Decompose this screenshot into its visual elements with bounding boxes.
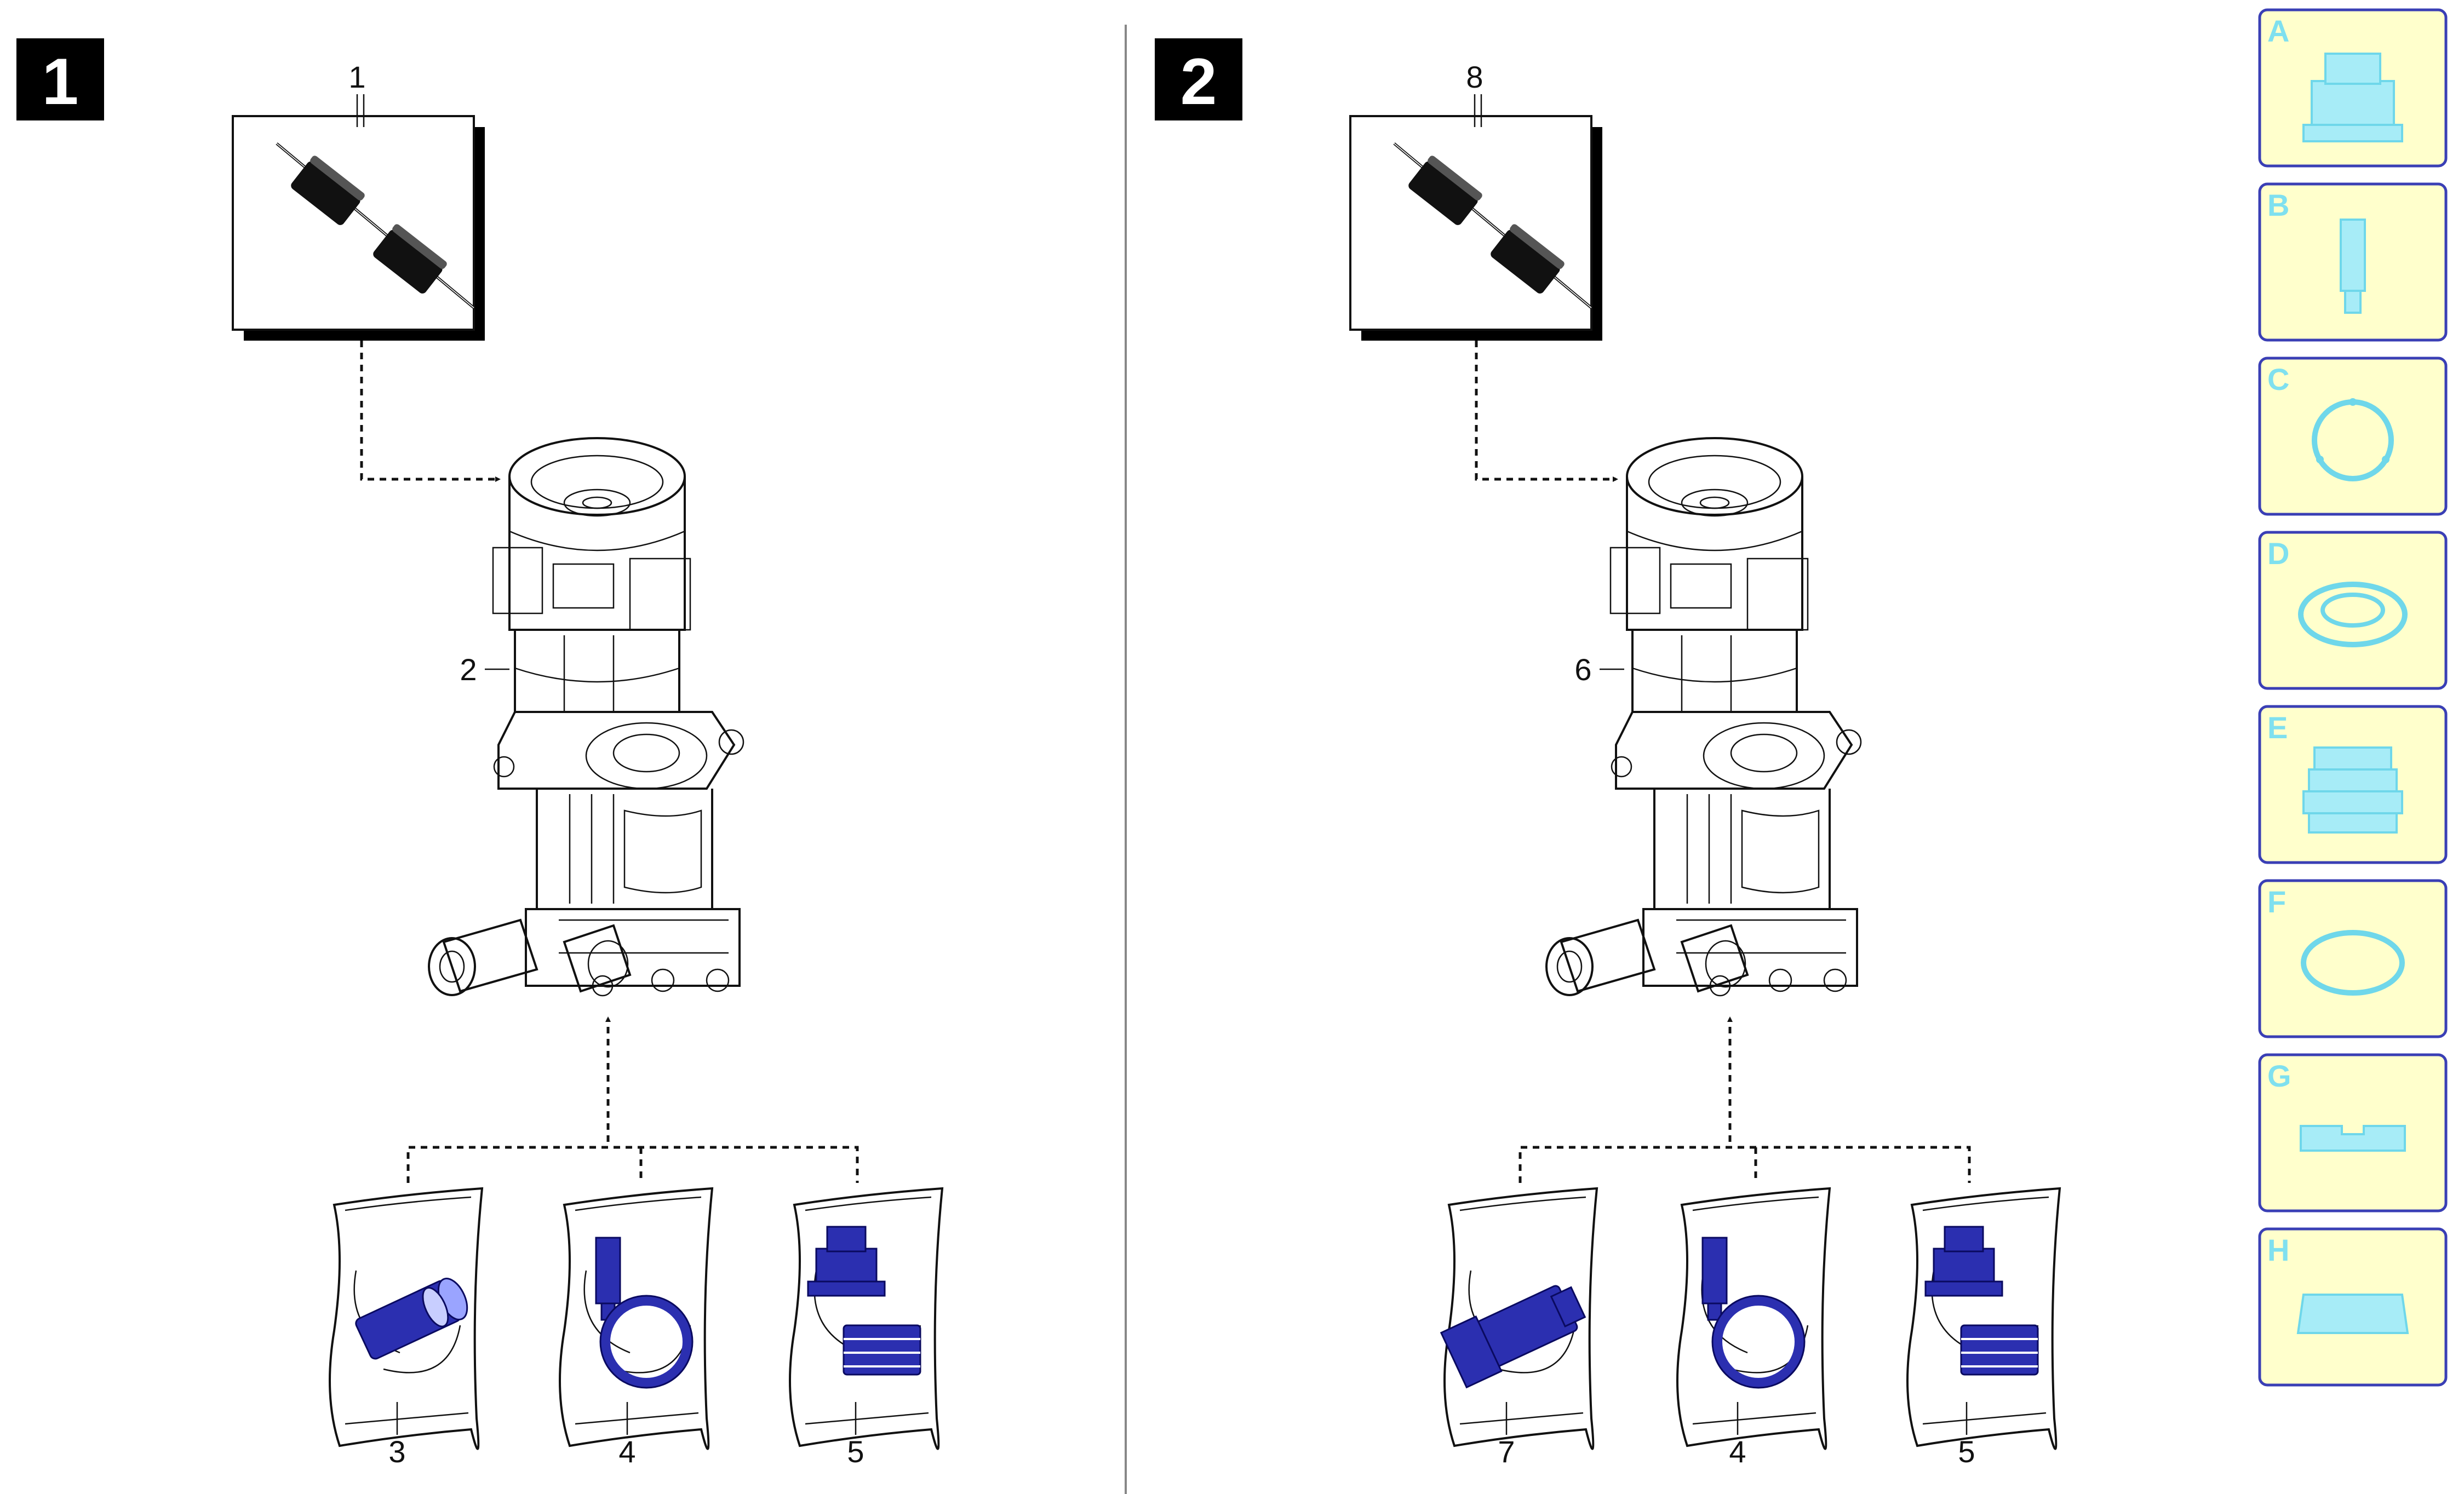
legend-letter: G [2267, 1059, 2291, 1093]
motor-pump-assembly [428, 437, 744, 997]
parts-legend: A B C D E F G [2258, 8, 2448, 1387]
piston-icon [2340, 219, 2366, 314]
step-panel-2: 2 8 6 7 4 5 [1155, 38, 2061, 1469]
step-number: 2 [1181, 45, 1217, 118]
filter-cartridge-icon [2302, 746, 2403, 834]
legend-letter: E [2267, 710, 2288, 745]
legend-item-f: F [2258, 879, 2448, 1038]
legend-letter: A [2267, 14, 2289, 48]
callout-motor: 6 [1574, 652, 1591, 687]
legend-item-e: E [2258, 705, 2448, 864]
carbon-brush-box [232, 115, 485, 341]
kit-bag-1 [329, 1187, 483, 1450]
step-panel-1: 1 1 2 [16, 38, 943, 1469]
cartridge-part-icon [1960, 1324, 2039, 1376]
kit-bag-3 [1906, 1187, 2061, 1450]
legend-item-g: G [2258, 1053, 2448, 1213]
kit-bag-2 [559, 1187, 713, 1450]
kit-bag-2 [1676, 1187, 1831, 1450]
legend-letter: C [2267, 362, 2289, 397]
cartridge-part-icon [843, 1324, 921, 1376]
legend-item-c: C [2258, 357, 2448, 516]
callout-kit-a: 7 [1498, 1434, 1515, 1469]
seal-block-icon [2297, 1294, 2409, 1334]
step-badge [16, 38, 104, 120]
callout-brushes: 1 [348, 60, 365, 94]
legend-item-h: H [2258, 1227, 2448, 1387]
motor-pump-assembly [1545, 437, 1862, 997]
legend-item-d: D [2258, 531, 2448, 690]
legend-letter: D [2267, 536, 2289, 571]
kit-bag-3 [789, 1187, 943, 1450]
callout-kit-c: 5 [1958, 1434, 1975, 1469]
legend-item-a: A [2258, 8, 2448, 168]
legend-letter: B [2267, 188, 2289, 222]
step-badge [1155, 38, 1242, 120]
legend-item-b: B [2258, 182, 2448, 342]
callout-brushes: 8 [1466, 60, 1483, 94]
kit-bag-1 [1440, 1187, 1598, 1450]
legend-letter: F [2267, 884, 2286, 919]
carbon-brush-box [1349, 115, 1602, 341]
callout-kit-b: 4 [1729, 1434, 1746, 1469]
callout-kit-c: 5 [847, 1434, 864, 1469]
callout-kit-a: 3 [388, 1434, 405, 1469]
step-number: 1 [42, 45, 79, 118]
callout-motor: 2 [460, 652, 477, 687]
callout-kit-b: 4 [618, 1434, 635, 1469]
legend-letter: H [2267, 1233, 2289, 1267]
